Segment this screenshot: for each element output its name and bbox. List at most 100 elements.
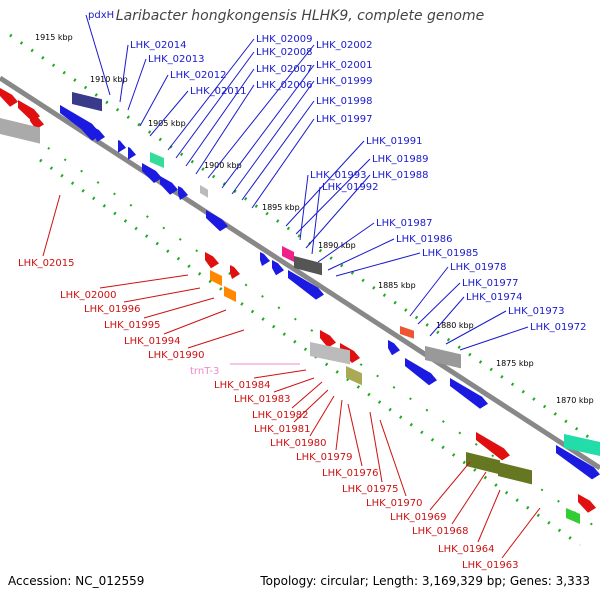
forward-gene-label: LHK_01974: [466, 292, 522, 303]
forward-leader-line: [149, 90, 189, 137]
gene-block-olive: [466, 452, 500, 475]
forward-gene-label: LHK_01987: [376, 218, 432, 229]
reverse-leader-line: [347, 403, 363, 467]
forward-leader-line: [175, 51, 255, 159]
reverse-gene-label: LHK_01963: [462, 560, 518, 571]
forward-gene-label: LHK_02007: [256, 64, 312, 75]
forward-gene-label: LHK_01973: [508, 306, 564, 317]
reverse-gene: [0, 88, 18, 107]
reverse-gene-label: LHK_01964: [438, 544, 494, 555]
forward-gene-label: LHK_01991: [366, 136, 422, 147]
reverse-leader-line: [477, 489, 501, 543]
forward-gene: [388, 340, 400, 356]
gene-block-teal: [150, 152, 164, 168]
forward-gene-label: LHK_01999: [316, 76, 372, 87]
reverse-gene: [320, 330, 336, 348]
forward-leader-line: [185, 68, 255, 167]
reverse-leader-line: [187, 329, 245, 349]
forward-leader-line: [295, 158, 371, 235]
forward-gene: [118, 140, 126, 153]
forward-leader-line: [231, 80, 315, 195]
forward-gene-label: LHK_02006: [256, 80, 312, 91]
gene-block-purple: [72, 92, 102, 112]
reverse-gene-label: LHK_02000: [60, 290, 116, 301]
forward-leader-line: [119, 44, 129, 103]
gene-block-lightgrey: [425, 346, 461, 369]
forward-gene: [288, 270, 324, 300]
reverse-gene-label: LHK_01970: [366, 498, 422, 509]
forward-gene-label: LHK_01985: [422, 248, 478, 259]
forward-gene: [160, 176, 178, 195]
reverse-gene-label: LHK_01968: [412, 526, 468, 537]
reverse-gene-label: LHK_01979: [296, 452, 352, 463]
forward-gene: [260, 252, 270, 266]
reverse-gene-label: LHK_01990: [148, 350, 204, 361]
gene-block-olive: [498, 462, 532, 485]
scale-label: 1890 kbp: [318, 241, 356, 250]
forward-gene-label: LHK_02013: [148, 54, 204, 65]
reverse-gene-label: LHK_01996: [84, 304, 140, 315]
scale-label: 1880 kbp: [436, 321, 474, 330]
reverse-leader-line: [335, 399, 343, 451]
forward-gene-label: LHK_01986: [396, 234, 452, 245]
forward-leader-line: [305, 174, 371, 249]
scale-label: 1875 kbp: [496, 359, 534, 368]
reverse-gene-label: LHK_02015: [18, 258, 74, 269]
accession-label: Accession: NC_012559: [8, 574, 145, 588]
forward-leader-line: [327, 238, 395, 271]
reverse-gene-label: LHK_01984: [214, 380, 270, 391]
forward-gene: [95, 128, 105, 142]
forward-gene: [206, 210, 228, 232]
forward-gene-label: LHK_02008: [256, 47, 312, 58]
forward-leader-line: [167, 38, 255, 151]
forward-leader-line: [221, 64, 315, 189]
reverse-leader-line: [429, 461, 471, 511]
forward-leader-line: [285, 140, 365, 227]
reverse-gene-label: LHK_01980: [270, 438, 326, 449]
forward-gene: [405, 358, 437, 386]
forward-gene-label: LHK_01977: [462, 278, 518, 289]
forward-gene-label: LHK_02011: [190, 86, 246, 97]
gene-block-olive: [346, 366, 362, 386]
forward-gene-label: LHK_01978: [450, 262, 506, 273]
scale-label: 1915 kbp: [35, 33, 73, 42]
gene-block-pink: [282, 246, 294, 262]
forward-leader-line: [139, 74, 169, 127]
scale-label: 1905 kbp: [148, 119, 186, 128]
trna-label: trnT-3: [190, 366, 219, 377]
reverse-leader-line: [123, 287, 201, 303]
reverse-leader-line: [451, 471, 487, 525]
forward-gene-label: LHK_01988: [372, 170, 428, 181]
gene-block-teal: [564, 434, 600, 456]
reverse-gene-label: LHK_01975: [342, 484, 398, 495]
forward-gene-label: LHK_01993: [310, 170, 366, 181]
forward-leader-line: [445, 310, 507, 345]
gene-block-green: [566, 508, 580, 524]
reverse-gene: [230, 265, 240, 279]
gene-block-grey: [200, 185, 208, 198]
reverse-leader-line: [253, 369, 307, 379]
forward-leader-line: [251, 118, 315, 209]
outer-tick-ring: [9, 33, 600, 447]
forward-gene-label: LHK_01998: [316, 96, 372, 107]
reverse-gene: [578, 494, 596, 513]
forward-leader-line: [417, 282, 461, 325]
reverse-gene: [30, 113, 44, 130]
reverse-leader-line: [379, 419, 407, 497]
reverse-leader-line: [273, 377, 315, 393]
scale-label: 1910 kbp: [90, 75, 128, 84]
reverse-leader-line: [369, 411, 383, 483]
reverse-gene-label: LHK_01976: [322, 468, 378, 479]
forward-gene-label: LHK_02001: [316, 60, 372, 71]
forward-leader-line: [429, 296, 465, 337]
forward-gene: [556, 445, 600, 480]
forward-leader-line: [127, 58, 147, 111]
reverse-leader-line: [309, 395, 335, 437]
reverse-gene-label: LHK_01994: [124, 336, 180, 347]
forward-leader-line: [195, 84, 255, 175]
scale-label: 1870 kbp: [556, 396, 594, 405]
forward-gene-label: pdxH: [88, 10, 114, 21]
gene-block-dark: [294, 256, 322, 276]
forward-gene: [272, 260, 284, 276]
